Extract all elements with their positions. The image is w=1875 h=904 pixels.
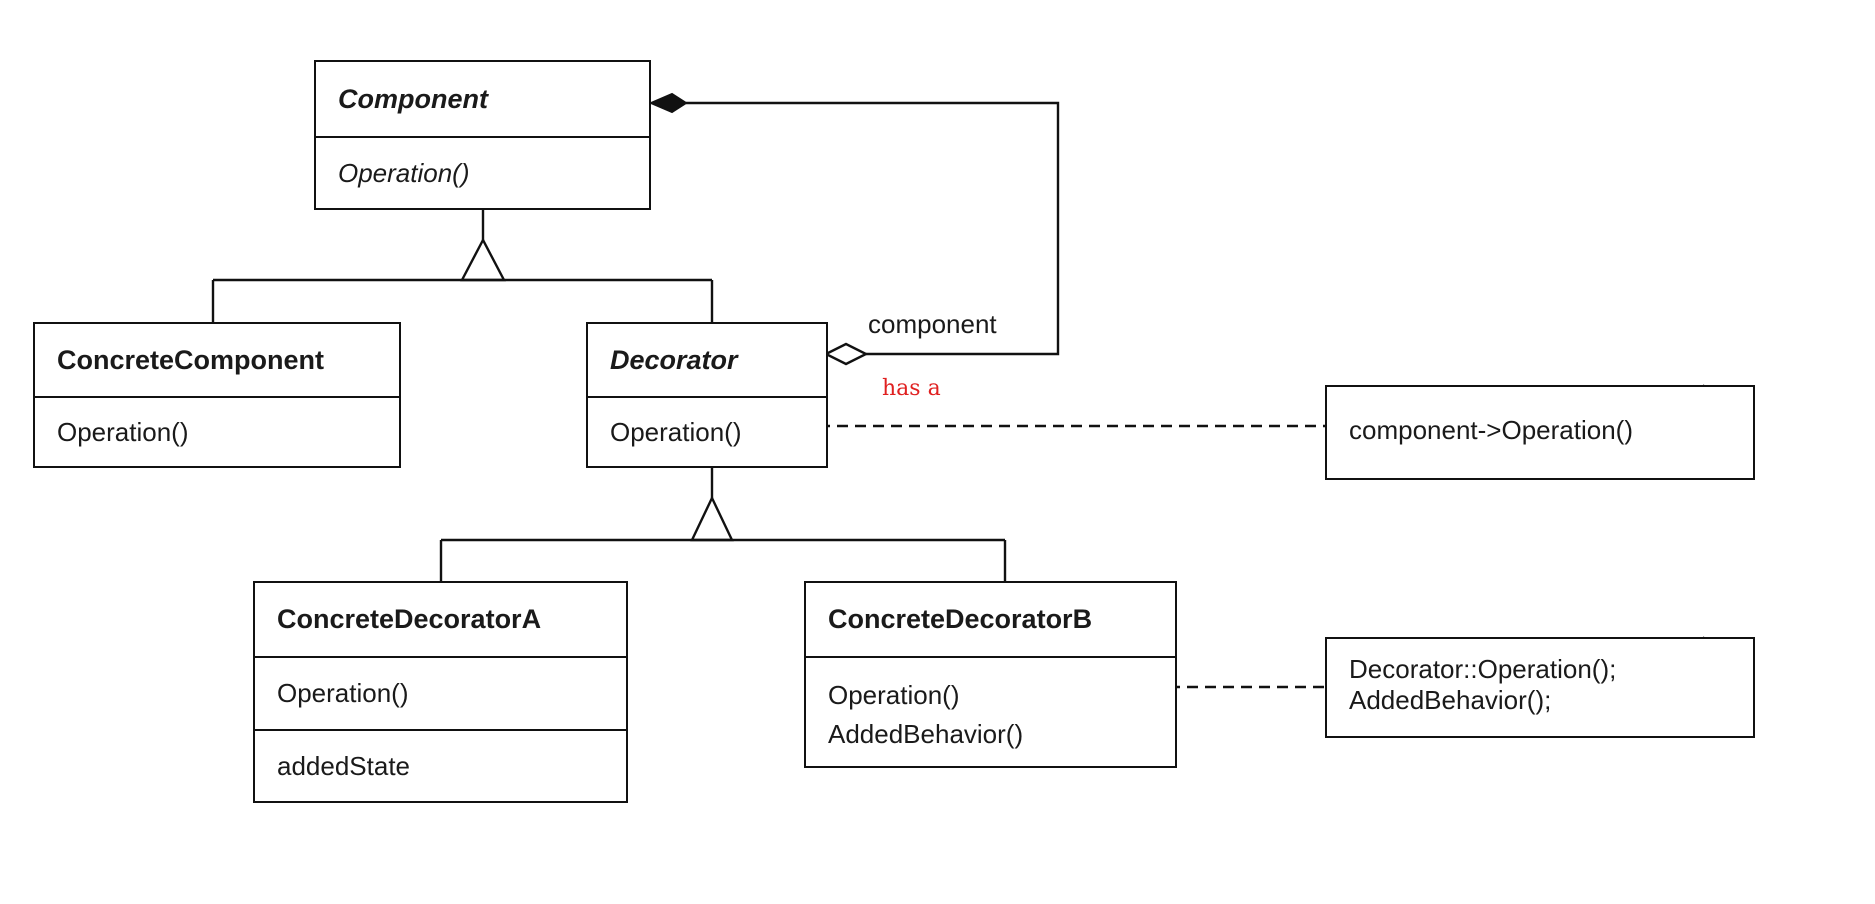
attribute: addedState <box>277 750 411 781</box>
class-component: Component Operation() <box>314 60 651 210</box>
class-decorator: Decorator Operation() <box>586 322 828 468</box>
operation: Operation() <box>277 678 409 708</box>
class-name: ConcreteComponent <box>57 344 325 375</box>
operation: AddedBehavior() <box>828 719 1024 749</box>
note-concrete-decorator-b: Decorator::Operation(); AddedBehavior(); <box>1325 637 1755 738</box>
generalization-component <box>211 210 714 322</box>
aggregation-component <box>648 92 1060 366</box>
note-text: AddedBehavior(); <box>1349 685 1552 715</box>
class-name: ConcreteDecoratorB <box>828 604 1093 634</box>
class-name: Component <box>338 83 488 114</box>
generalization-decorator <box>439 468 1007 581</box>
note-decorator-operation: component->Operation() <box>1325 385 1755 480</box>
operation: Operation() <box>338 157 470 188</box>
class-concrete-decorator-a: ConcreteDecoratorA Operation() addedStat… <box>253 581 628 803</box>
note-text: Decorator::Operation(); <box>1349 654 1617 684</box>
class-concrete-component: ConcreteComponent Operation() <box>33 322 401 468</box>
operation: Operation() <box>828 680 960 710</box>
class-name: Decorator <box>610 344 738 375</box>
association-role-label: component <box>868 309 997 339</box>
operation: Operation() <box>610 416 742 447</box>
class-name: ConcreteDecoratorA <box>277 604 542 634</box>
note-text: component->Operation() <box>1349 415 1633 445</box>
class-concrete-decorator-b: ConcreteDecoratorB Operation() AddedBeha… <box>804 581 1177 768</box>
annotation-has-a: has a <box>882 376 941 401</box>
note-link-decorator <box>787 418 1327 434</box>
operation: Operation() <box>57 416 189 447</box>
